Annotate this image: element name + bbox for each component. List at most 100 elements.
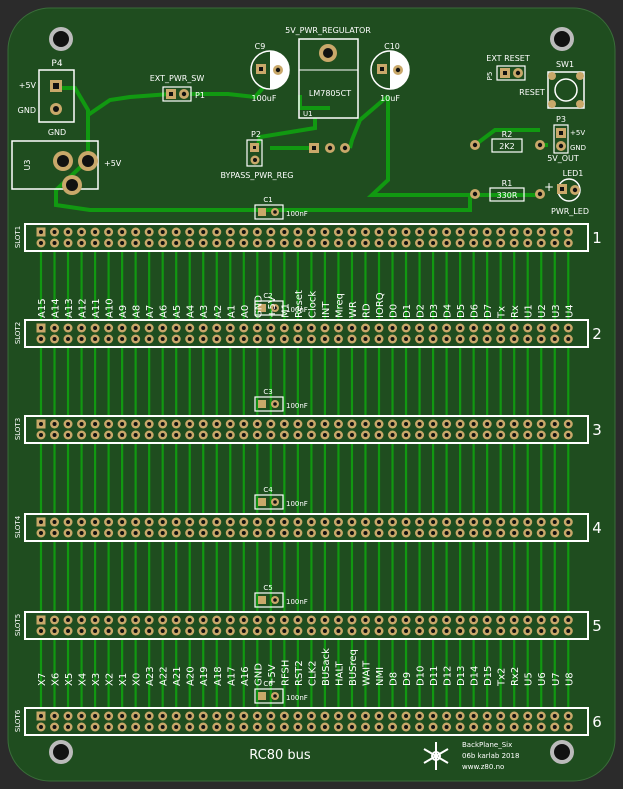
signal-label: A10 bbox=[105, 298, 116, 318]
signal-label: U2 bbox=[537, 304, 548, 318]
signal-label: D12 bbox=[443, 666, 454, 686]
signal-label: X1 bbox=[118, 673, 129, 686]
credit-line-2: 06b karlab 2018 bbox=[462, 752, 519, 760]
signal-label: X3 bbox=[91, 673, 102, 686]
cap-value: 100nF bbox=[286, 306, 308, 314]
signal-label: U4 bbox=[564, 304, 575, 318]
signal-label: A23 bbox=[145, 666, 156, 686]
component-ext-pwr-sw: EXT_PWR_SW P1 bbox=[150, 74, 205, 102]
component-r1: R1 330R bbox=[470, 179, 545, 202]
cap-value: 100nF bbox=[286, 598, 308, 606]
signal-label: A14 bbox=[51, 298, 62, 318]
signal-label: Reset bbox=[294, 290, 305, 318]
label-r2-val: 2K2 bbox=[499, 142, 514, 151]
label-reset: RESET bbox=[519, 88, 545, 97]
label-ext-pwr-sw: EXT_PWR_SW bbox=[150, 74, 205, 83]
decoupling-capacitor: C5 100nF bbox=[254, 584, 308, 608]
signal-label: D0 bbox=[389, 304, 400, 318]
signal-label: A17 bbox=[226, 666, 237, 686]
label-p3-plus: +5V bbox=[570, 129, 585, 137]
signal-label: BUSreq bbox=[348, 649, 359, 686]
label-r2: R2 bbox=[502, 130, 513, 139]
signal-label: RD bbox=[361, 303, 372, 318]
signal-label: +5V bbox=[267, 664, 278, 686]
label-r1: R1 bbox=[502, 179, 513, 188]
label-u3: U3 bbox=[23, 160, 32, 171]
signal-label: M1 bbox=[280, 303, 291, 318]
signal-label: WR bbox=[348, 301, 359, 318]
signal-label: D1 bbox=[402, 304, 413, 318]
signal-label: D13 bbox=[456, 666, 467, 686]
slot-name: SLOT4 bbox=[14, 515, 22, 538]
signal-label: WAIT bbox=[361, 660, 372, 686]
signal-label: RFSH bbox=[280, 660, 291, 686]
snowflake-icon bbox=[423, 742, 449, 770]
signal-label: A19 bbox=[199, 666, 210, 686]
cap-value: 100nF bbox=[286, 694, 308, 702]
signal-label: D6 bbox=[470, 304, 481, 318]
label-sw1: SW1 bbox=[556, 60, 574, 69]
label-p2: P2 bbox=[251, 130, 261, 139]
cap-label: C6 bbox=[263, 680, 273, 688]
component-sw1: SW1 RESET bbox=[519, 60, 585, 109]
slot-name: SLOT5 bbox=[14, 614, 22, 636]
label-p3: P3 bbox=[556, 115, 566, 124]
signal-label: A20 bbox=[186, 666, 197, 686]
signal-label: D9 bbox=[402, 672, 413, 686]
cap-label: C5 bbox=[263, 584, 272, 592]
cap-label: C4 bbox=[263, 486, 273, 494]
signal-label: A11 bbox=[91, 298, 102, 318]
signal-label: D10 bbox=[416, 666, 427, 686]
signal-label: U3 bbox=[551, 304, 562, 318]
signal-label: U1 bbox=[524, 304, 535, 318]
slot-number: 5 bbox=[592, 617, 602, 635]
signal-label: X2 bbox=[105, 673, 116, 686]
signal-label: X6 bbox=[51, 673, 62, 686]
signal-label: D3 bbox=[429, 304, 440, 318]
component-u3-jack: U3 +5V bbox=[11, 140, 122, 195]
signal-label: Rx bbox=[510, 305, 521, 318]
component-r2: R2 2K2 bbox=[470, 130, 545, 153]
label-c9: C9 bbox=[255, 42, 266, 51]
signal-label: D5 bbox=[456, 304, 467, 318]
cap-value: 100nF bbox=[286, 500, 308, 508]
signal-label: GND bbox=[253, 295, 264, 318]
label-c10-val: 10uF bbox=[380, 94, 400, 103]
signal-label: A22 bbox=[159, 666, 170, 686]
slot-number: 6 bbox=[592, 713, 602, 731]
signal-label: D8 bbox=[389, 672, 400, 686]
label-p1: P1 bbox=[195, 91, 205, 100]
signal-label: IORQ bbox=[375, 292, 386, 318]
signal-label: A7 bbox=[145, 305, 156, 318]
label-p5: P5 bbox=[486, 72, 494, 81]
component-regulator: 5V_PWR_REGULATOR LM7805CT U1 bbox=[285, 26, 371, 153]
signal-label: A21 bbox=[172, 666, 183, 686]
label-p4-under: GND bbox=[48, 128, 66, 137]
slot-number: 1 bbox=[592, 229, 602, 247]
label-regulator: 5V_PWR_REGULATOR bbox=[285, 26, 371, 35]
label-led1: LED1 bbox=[563, 169, 584, 178]
signal-label: A2 bbox=[213, 305, 224, 318]
slot-number: 2 bbox=[592, 325, 602, 343]
cap-value: 100nF bbox=[286, 210, 308, 218]
credit-line-1: BackPlane_Six bbox=[462, 741, 512, 749]
signal-label: A3 bbox=[199, 305, 210, 318]
signal-label: A8 bbox=[132, 305, 143, 318]
signal-label: X7 bbox=[37, 673, 48, 686]
signal-label: U5 bbox=[524, 672, 535, 686]
signal-label: A1 bbox=[226, 305, 237, 318]
signal-label: INT bbox=[321, 301, 332, 318]
signal-label: A6 bbox=[159, 305, 170, 318]
signal-label: A18 bbox=[213, 666, 224, 686]
component-p4: P4 +5V GND GND bbox=[18, 59, 75, 137]
signal-label: A13 bbox=[64, 298, 75, 318]
label-u1: U1 bbox=[303, 110, 313, 118]
